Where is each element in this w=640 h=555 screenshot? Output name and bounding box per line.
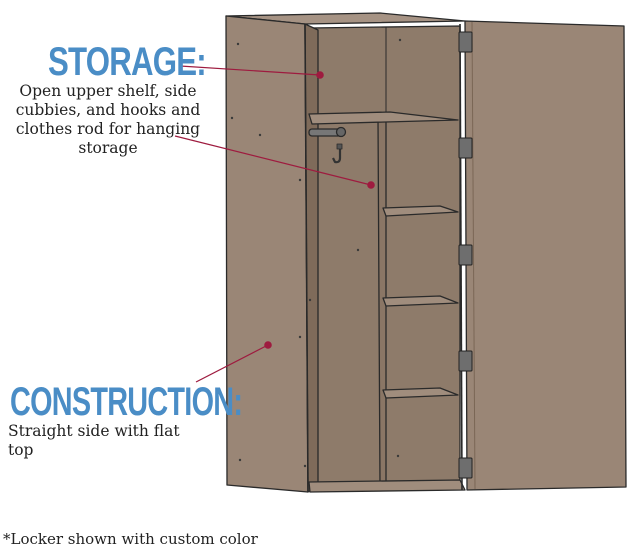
cubby-shelf-2	[382, 295, 459, 307]
storage-leader-line-1	[179, 65, 321, 76]
construction-heading: CONSTRUCTION:	[10, 380, 243, 424]
storage-heading: STORAGE:	[48, 40, 207, 84]
construction-leader-line	[195, 344, 269, 383]
coat-hook	[332, 146, 342, 164]
locker-floor	[308, 479, 466, 493]
storage-callout-dot-2	[367, 181, 375, 189]
hinge-3	[458, 244, 473, 266]
hinge-4	[458, 350, 473, 372]
cubby-shelf-1	[382, 205, 459, 217]
storage-leader-line-2	[174, 135, 372, 186]
upper-shelf	[308, 111, 459, 125]
locker-door	[464, 20, 627, 491]
construction-description: Straight side with flat top	[8, 422, 180, 459]
storage-callout-dot-1	[316, 71, 324, 79]
hinge-1	[458, 31, 473, 53]
hinge-2	[458, 137, 473, 159]
storage-description: Open upper shelf, side cubbies, and hook…	[15, 82, 201, 157]
custom-color-footnote: *Locker shown with custom color	[3, 530, 258, 548]
hinge-5	[458, 457, 473, 479]
construction-callout-dot	[264, 341, 272, 349]
cubby-shelf-3	[382, 387, 459, 399]
